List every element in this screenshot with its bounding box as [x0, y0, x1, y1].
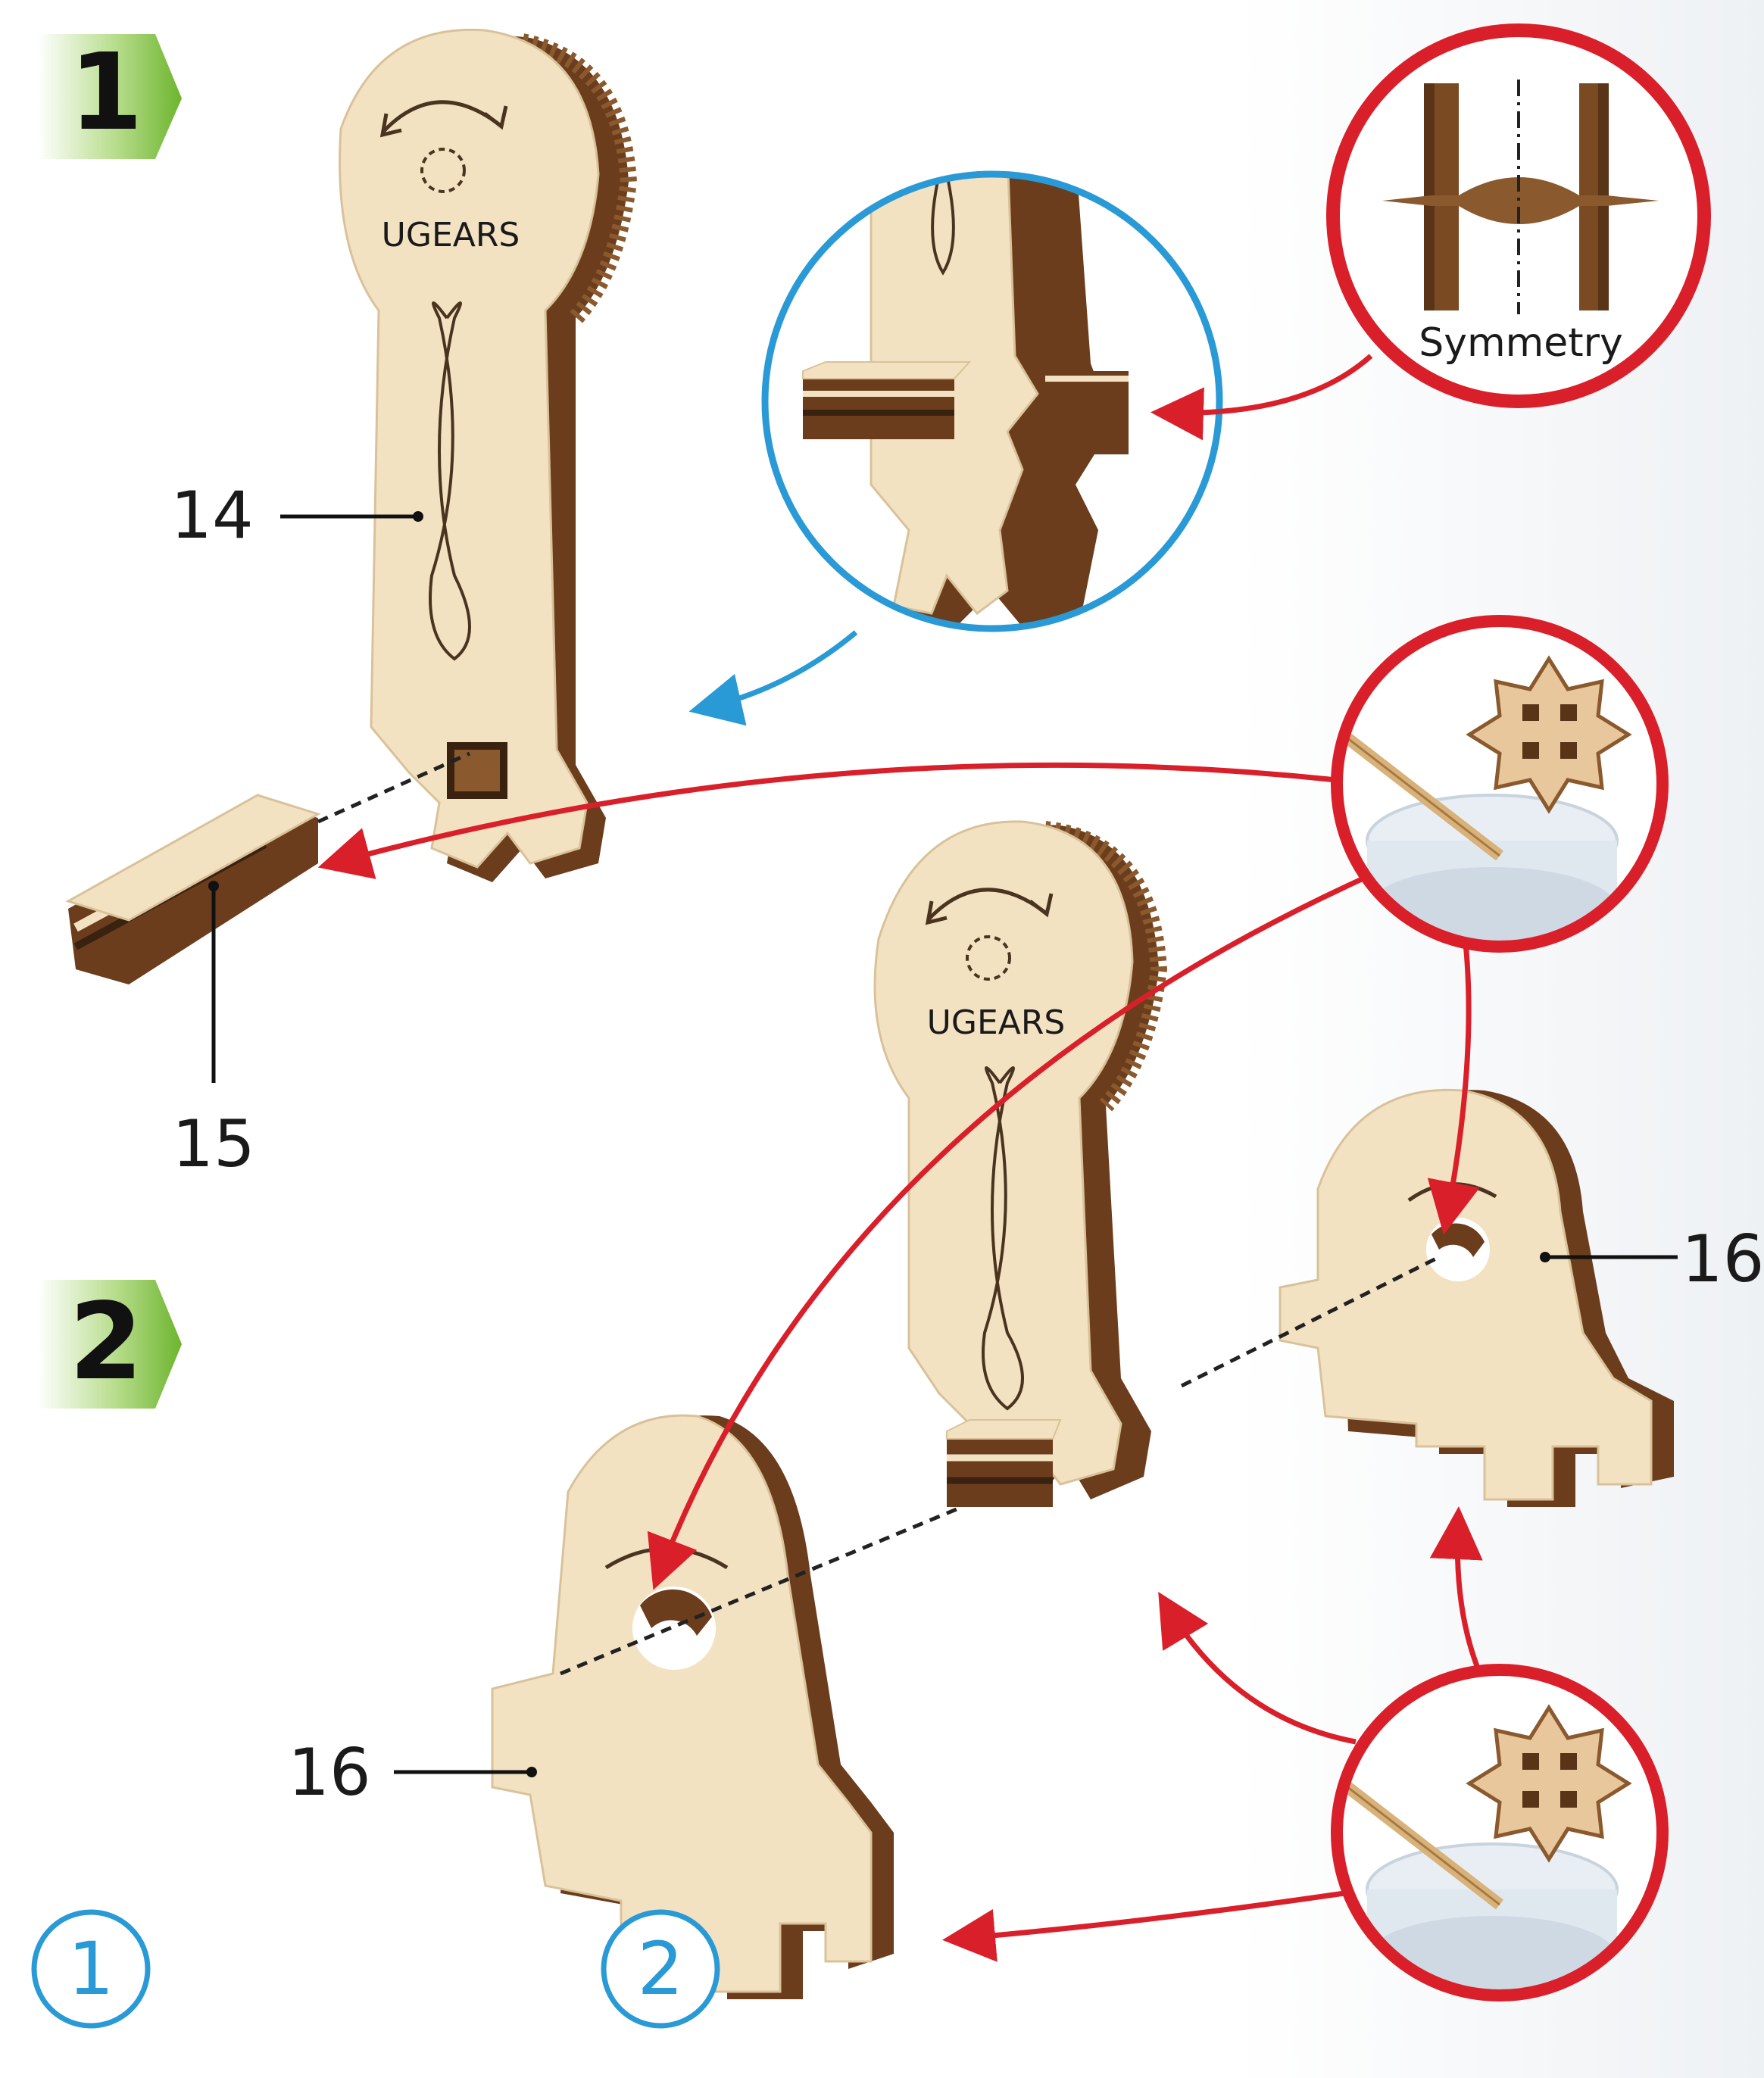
- svg-text:14: 14: [170, 478, 253, 554]
- step-2-number: 2: [69, 1281, 142, 1404]
- svg-text:16: 16: [288, 1735, 370, 1811]
- symmetry-label: Symmetry: [1419, 320, 1623, 366]
- svg-text:15: 15: [172, 1106, 254, 1182]
- part-14-assembled-logo-text: UGEARS: [927, 1003, 1066, 1042]
- marker-circle-1: 1: [34, 1912, 148, 2026]
- glue-callout-2: [1333, 1670, 1663, 1999]
- symmetry-callout: Symmetry: [1333, 30, 1704, 401]
- svg-text:16: 16: [1681, 1222, 1764, 1297]
- svg-text:1: 1: [67, 1927, 114, 2011]
- step-2-badge: 2: [38, 1280, 182, 1409]
- step-1-badge: 1: [38, 31, 182, 159]
- part-14-logo-text: UGEARS: [382, 216, 520, 254]
- step-1-number: 1: [69, 31, 142, 154]
- glue-callout-1: [1333, 621, 1663, 950]
- svg-text:2: 2: [637, 1927, 683, 2011]
- marker-circle-2: 2: [604, 1912, 717, 2026]
